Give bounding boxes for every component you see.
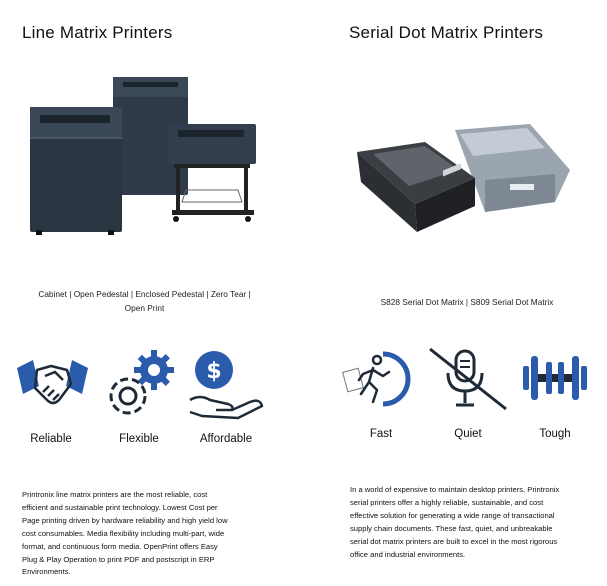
desc-line: effective solution for generating a wide…	[350, 510, 555, 520]
desc-line: efficient and sustainable print technolo…	[22, 502, 218, 512]
serial-dot-matrix-title: Serial Dot Matrix Printers	[349, 23, 544, 42]
muted-mic-icon	[429, 347, 507, 411]
desc-line: office and industrial environments.	[350, 549, 466, 559]
desc-line: Printronix line matrix printers are the …	[22, 490, 208, 499]
svg-text:$: $	[206, 359, 221, 384]
open-pedestal-printer	[168, 124, 256, 222]
desc-line: In a world of expensive to maintain desk…	[350, 485, 560, 494]
dollar-hand-icon: $	[189, 351, 264, 420]
line-matrix-caption-line1: Cabinet | Open Pedestal | Enclosed Pedes…	[38, 289, 251, 299]
feature-label-affordable: Affordable	[199, 433, 253, 445]
serial-dot-matrix-caption: S828 Serial Dot Matrix | S809 Serial Dot…	[380, 297, 554, 307]
line-matrix-description: Printronix line matrix printers are the …	[22, 489, 287, 579]
serial-dot-matrix-printers-image	[357, 124, 570, 232]
handshake-icon	[17, 360, 88, 405]
desc-line: Environments.	[22, 567, 71, 577]
feature-label-quiet: Quiet	[454, 428, 482, 440]
desc-line: format, and continuous form media. OpenP…	[22, 541, 218, 551]
desc-line: Page printing driven by hardware reliabi…	[22, 515, 228, 525]
s809-printer	[455, 124, 570, 212]
s828-printer	[357, 142, 475, 232]
feature-label-flexible: Flexible	[119, 433, 159, 445]
dumbbell-icon	[523, 356, 587, 400]
serial-dot-matrix-description: In a world of expensive to maintain desk…	[350, 484, 602, 561]
desc-line: serial printers offer a highly reliable,…	[350, 497, 544, 507]
line-matrix-printers-image	[30, 77, 256, 235]
line-matrix-title: Line Matrix Printers	[22, 23, 173, 42]
desc-line: serial dot matrix printers are built to …	[350, 536, 558, 546]
runner-icon	[342, 351, 411, 407]
cabinet-printer-back	[113, 77, 188, 195]
gears-icon	[109, 350, 174, 415]
desc-line: supply chain documents. These fast, quie…	[350, 523, 553, 533]
line-matrix-caption-line2: Open Print	[124, 303, 165, 313]
feature-label-reliable: Reliable	[30, 433, 72, 445]
feature-label-fast: Fast	[369, 428, 393, 440]
desc-line: cost consumables. Media flexibility incl…	[22, 528, 225, 538]
feature-label-tough: Tough	[539, 428, 571, 440]
cabinet-printer-front	[30, 107, 122, 235]
desc-line: Plug & Play Operation to print PDF and p…	[22, 554, 215, 564]
